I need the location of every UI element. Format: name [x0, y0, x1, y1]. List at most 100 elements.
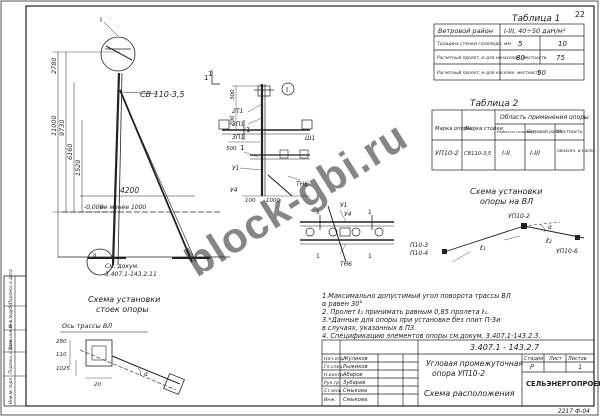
- scheme-line-pole-top: УП10-2: [508, 213, 530, 220]
- table1-row1-label: Толщина стенки гололеда, мм: [437, 41, 512, 47]
- note-4: в случаях, указанных в П3.: [322, 324, 416, 332]
- detail-1-dim-4: 100: [245, 198, 256, 204]
- note-2: 2. Пролет ℓ₂ принимать равным 0,85 проле…: [322, 308, 489, 316]
- table1-row1-v1: 5: [518, 40, 523, 48]
- scheme-pole-left: [442, 249, 447, 254]
- scheme-struts-angle: α: [144, 371, 148, 378]
- table1-row2-v2: 75: [556, 54, 565, 62]
- role-1: Гл.спец.: [324, 364, 344, 370]
- table1-row1-v2: 10: [558, 40, 567, 48]
- org-name: СЕЛЬЭНЕРГОПРОЕКТ: [526, 380, 600, 388]
- table1-row3-label: Расчетный пролет, м для населен. местнос…: [437, 70, 541, 76]
- title-line-3: Схема расположения: [424, 389, 515, 398]
- detail-2-marker-2: 1: [316, 253, 320, 260]
- ref-note-line1: См. докум.: [105, 263, 139, 270]
- name-2: Абаров: [342, 372, 362, 378]
- title-block-roles: Нач.отд. Гл.спец. Н.контр. Рук.гр. Ст.ин…: [324, 356, 368, 403]
- stamp-field-1: Подпись и дата: [8, 339, 13, 374]
- scheme-pole-right: [575, 235, 580, 240]
- table2-cell-0: УП10-2: [435, 149, 459, 157]
- dim-vertical-0: 11000: [50, 115, 58, 136]
- table1-row2-v1: 80: [516, 54, 525, 62]
- ground-mark: -0,000: [84, 204, 104, 211]
- scheme-struts-title-2: стоек опоры: [96, 305, 149, 314]
- scheme-pole-top: [521, 223, 527, 229]
- detail-1: [211, 70, 313, 197]
- detail-1-part-3: У4: [230, 187, 238, 194]
- name-4: Смыкова: [343, 388, 367, 394]
- dim-horizontal: 4200: [120, 186, 139, 195]
- inner-frame: [25, 5, 595, 407]
- callout-circle-bottom: [86, 248, 114, 276]
- detail-1-label-circle: [281, 82, 295, 96]
- note-0: 1.Максимально допустимый угол поворота т…: [322, 292, 511, 300]
- stamp-field-4: Подпись и дата: [8, 269, 13, 304]
- stage-value: Р: [530, 363, 534, 371]
- scheme-line-span2: ℓ₂: [545, 237, 552, 245]
- stage-header: Стадия: [524, 356, 543, 362]
- table1-row2-label: Расчетный пролет, м для ненаселен. местн…: [437, 55, 547, 61]
- ref-note-line2: 3.407.1-143.2.11: [105, 271, 157, 278]
- scheme-struts-dim-1: 110: [56, 352, 67, 358]
- detail-1-part-4: ТН6: [296, 181, 308, 188]
- scheme-struts-dim-0: 280: [56, 339, 67, 345]
- table2-header-1: Марка стойки: [465, 126, 503, 132]
- pole-callout-1: I: [100, 16, 102, 24]
- name-1: Рыжиков: [343, 364, 368, 370]
- detail-1-part-2: ЗП1: [232, 134, 244, 141]
- detail-1-marker-0: 1: [208, 70, 212, 78]
- pole-drawing: [52, 21, 230, 276]
- note-3: 3.*Данные для опоры при установке без пл…: [322, 316, 501, 324]
- detail-1-dim-1: 700: [230, 115, 236, 126]
- detail-1-part-0: 2Т1: [232, 108, 243, 115]
- role-3: Рук.гр.: [324, 380, 341, 386]
- title-line-1: Угловая промежуточная: [426, 359, 523, 368]
- table2-title: Таблица 2: [470, 99, 519, 109]
- role-0: Нач.отд.: [324, 356, 345, 362]
- dim-vertical-3: 6160: [66, 143, 74, 160]
- title-line-2: опора УП10-2: [432, 369, 485, 378]
- detail-2-part-1: У4: [344, 211, 352, 218]
- table1-title: Таблица 1: [512, 14, 560, 24]
- scheme-struts-dim-2: 1025: [56, 366, 70, 372]
- note-1: α равен 30°: [322, 300, 363, 308]
- table2-header-4: Местность: [557, 129, 583, 135]
- stamp-field-3: Инв.№дубл.: [8, 302, 13, 328]
- table2-header-3: Ветровой район: [527, 129, 563, 134]
- scheme-line-span1: ℓ₁: [479, 244, 486, 252]
- sheet-header: Лист: [548, 356, 563, 362]
- role-5: Инж.: [324, 397, 336, 403]
- table1-row0-label: Ветровой район: [438, 27, 493, 35]
- role-4: Ст.инж.: [324, 388, 343, 394]
- detail-2-part-0: У1: [340, 202, 347, 209]
- detail-1-part-5: Ш1: [305, 135, 315, 142]
- dim-vertical-1: 9730: [58, 119, 66, 136]
- detail-2-marker-3: 1: [368, 253, 372, 260]
- detail-2-marker-1: 1: [368, 209, 372, 216]
- dim-vertical-4: 1520: [74, 159, 82, 176]
- dim-vertical-2: 2780: [50, 57, 58, 74]
- pole-label: СВ 110-3,5: [140, 90, 185, 99]
- table2: [431, 109, 585, 171]
- detail-1-part-6: У1: [232, 165, 239, 172]
- stamp-field-2: Взам.инв.№: [8, 324, 13, 350]
- sheets-header: Листов: [567, 356, 587, 362]
- table1-row0-v1: I-III, 40÷50 даН/м²: [504, 27, 566, 35]
- title-doc-code: 3.407.1 - 143.2.7: [470, 343, 540, 352]
- scheme-line-title-2: опоры на ВЛ: [480, 197, 533, 206]
- table1: [433, 23, 585, 81]
- name-0: Жуликов: [342, 356, 368, 362]
- detail-1-label: I: [286, 86, 288, 94]
- callout-circle-top: [100, 36, 136, 72]
- watermark: block-gbi.ru: [177, 112, 416, 286]
- table1-row3-v1: 50: [537, 69, 546, 77]
- table2-header-2: Район по гололеду: [497, 129, 536, 134]
- table2-cell-3: I-III: [530, 149, 540, 157]
- table2-cell-2: I-II: [502, 149, 510, 157]
- detail-1-marker-1: 1: [240, 144, 244, 152]
- scheme-line-pole-left2: П10-4: [410, 250, 428, 257]
- page-number: 22: [575, 10, 585, 19]
- table2-group-header: Область применения опоры: [500, 114, 589, 121]
- scheme-struts-dim-3: 20: [94, 382, 101, 388]
- detail-1-dim-3: 1000: [266, 198, 280, 204]
